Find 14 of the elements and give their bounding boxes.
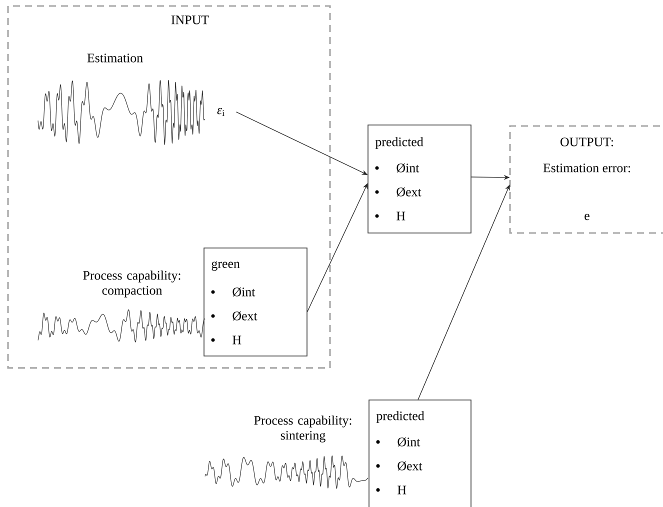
node-label: Øint bbox=[398, 437, 420, 447]
output-box: OUTPUT: Estimation error: e bbox=[509, 125, 663, 234]
caption-text: Estimation bbox=[87, 54, 143, 62]
node-label: predicted bbox=[376, 411, 424, 423]
node-label: Øext bbox=[398, 461, 422, 471]
arrow bbox=[418, 184, 510, 400]
node-label: H bbox=[398, 486, 406, 494]
caption-text: Process capability: sintering bbox=[254, 416, 352, 442]
list-box: green Øint Øext H bbox=[204, 248, 308, 356]
arrow bbox=[306, 183, 368, 312]
symbol-label: ε$_{i}$ bbox=[217, 108, 224, 116]
caption-text: Process capability: compaction bbox=[83, 270, 180, 298]
list-box: predicted Øint Øext H bbox=[368, 400, 472, 507]
list-box: predicted Øint Øext H bbox=[368, 124, 472, 234]
